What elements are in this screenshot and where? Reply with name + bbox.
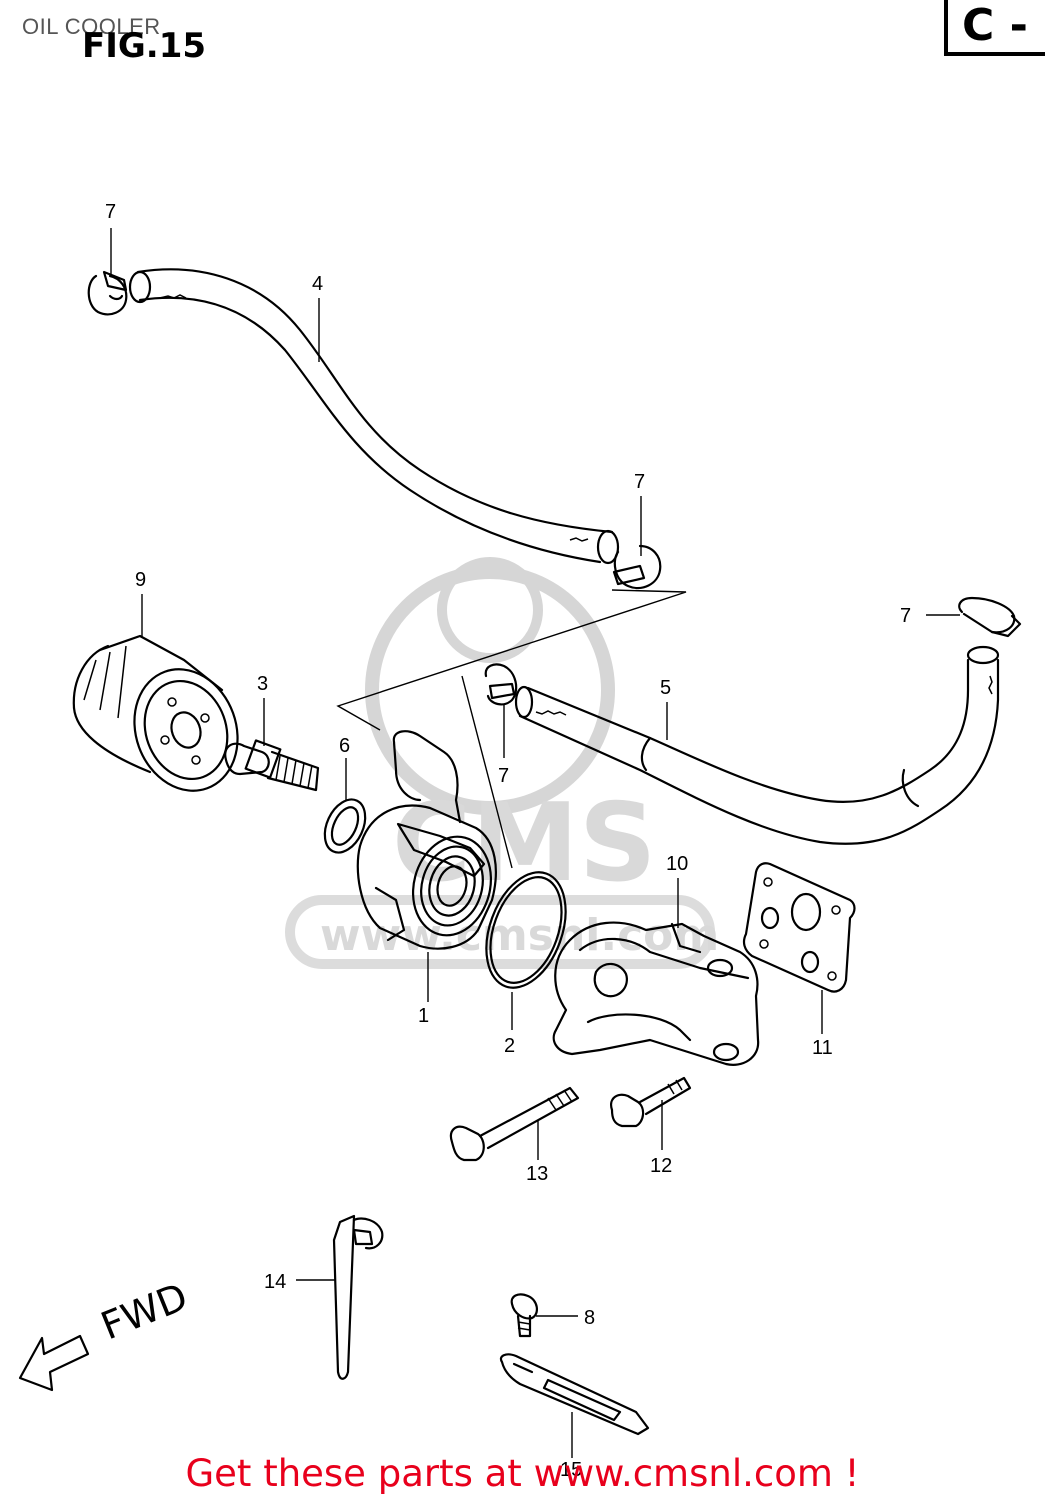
watermark-url-text: www.cmsnl.com (320, 910, 719, 961)
strap-14 (332, 1214, 384, 1380)
washer-6 (323, 798, 367, 854)
callout-3: 3 (257, 673, 268, 695)
clamp-7-hose5 (484, 663, 518, 706)
callout-12: 12 (650, 1155, 672, 1177)
callout-5: 5 (660, 677, 671, 699)
callout-7: 7 (634, 471, 645, 493)
callout-6: 6 (339, 735, 350, 757)
callout-7: 7 (900, 605, 911, 627)
section-frame (944, 0, 1045, 56)
oil-cooler-1 (356, 730, 497, 950)
oil-filter-9 (72, 634, 239, 792)
bracket-15 (499, 1353, 650, 1436)
callout-8: 8 (584, 1307, 595, 1329)
clamp-7-right (958, 596, 1022, 638)
watermark: CMS www.cmsnl.com (285, 557, 719, 969)
leader-lines (110, 228, 960, 1458)
clamp-7-mid (612, 544, 662, 590)
callout-7: 7 (498, 765, 509, 787)
clamp-7-top-left (87, 270, 128, 316)
footer-banner[interactable]: Get these parts at www.cmsnl.com ! (185, 1452, 860, 1495)
callout-10: 10 (666, 853, 688, 875)
callout-11: 11 (812, 1037, 833, 1059)
callout-15: 15 (560, 1459, 582, 1481)
bolt-8 (510, 1293, 538, 1338)
callout-9: 9 (135, 569, 146, 591)
callout-1: 1 (418, 1005, 429, 1027)
callout-2: 2 (504, 1035, 515, 1057)
callout-4: 4 (312, 273, 323, 295)
oil-cooler-cover-10 (552, 921, 760, 1066)
figure-title: FIG.15 (82, 26, 207, 66)
callout-7: 7 (105, 201, 116, 223)
hose-5 (514, 645, 1000, 845)
bolt-13 (449, 1086, 580, 1162)
forward-arrow-icon: FWD (18, 1274, 194, 1392)
hose-4 (128, 268, 620, 565)
o-ring-2 (485, 871, 567, 989)
union-bolt-3 (224, 739, 320, 792)
assembly-guide-lines (336, 589, 687, 869)
page-title: OIL COOLER (22, 14, 161, 39)
section-label: C - (962, 0, 1028, 51)
bolt-12 (610, 1076, 692, 1128)
callout-labels: 7 4 7 7 9 3 6 5 7 10 1 2 11 13 12 14 8 1… (105, 201, 911, 1481)
gasket-11 (742, 862, 856, 993)
callout-14: 14 (264, 1271, 286, 1293)
forward-label: FWD (95, 1274, 194, 1348)
callout-13: 13 (526, 1163, 548, 1185)
watermark-main-text: CMS (392, 781, 657, 906)
